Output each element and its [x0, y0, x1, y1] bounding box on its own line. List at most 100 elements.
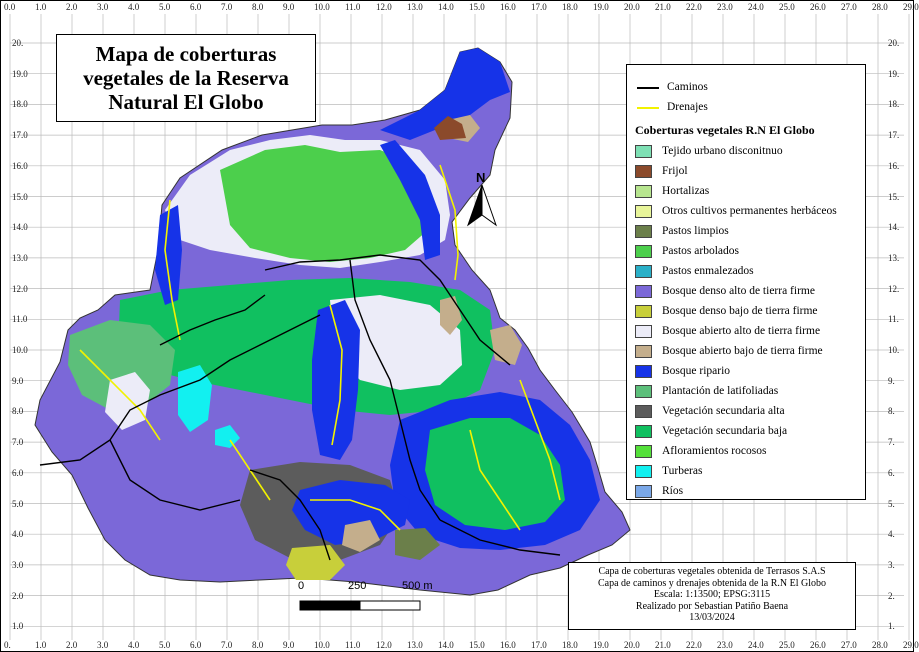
- grid-label-right: 7.: [888, 437, 895, 448]
- legend-class-label: Bosque abierto alto de tierra firme: [662, 325, 821, 337]
- grid-label-right: 18.: [888, 99, 900, 110]
- grid-label-top: 11.0: [345, 2, 361, 12]
- grid-label-left: 9.0: [12, 375, 24, 386]
- grid-label-left: 2.0: [12, 590, 24, 601]
- grid-label-top: 7.0: [221, 2, 233, 12]
- legend-swatch: [635, 464, 652, 478]
- legend-class-label: Afloramientos rocosos: [662, 445, 767, 457]
- legend-swatch: [635, 244, 652, 258]
- grid-label-bottom: 8.0: [252, 640, 264, 650]
- road-line: [109, 439, 241, 511]
- grid-label-top: 14.0: [438, 2, 454, 12]
- legend-swatch: [635, 404, 652, 418]
- abierto-bajo-patch-4: [342, 520, 380, 552]
- grid-label-top: 21.0: [655, 2, 671, 12]
- credits-box: Capa de coberturas vegetales obtenida de…: [568, 562, 856, 630]
- legend-class-row: Frijol: [635, 163, 688, 179]
- grid-label-top: 28.0: [872, 2, 888, 12]
- grid-label-bottom: 17.0: [531, 640, 547, 650]
- scale-label: 500 m: [402, 580, 433, 592]
- map-title: Mapa de coberturas vegetales de la Reser…: [83, 42, 289, 114]
- north-arrow-icon: [467, 184, 497, 227]
- legend-class-label: Ríos: [662, 485, 684, 497]
- legend-class-row: Bosque abierto bajo de tierra firme: [635, 343, 823, 359]
- grid-label-right: 9.: [888, 375, 895, 386]
- grid-label-right: 5.: [888, 498, 895, 509]
- credit-line: 13/03/2024: [689, 612, 735, 623]
- legend-class-row: Bosque ripario: [635, 363, 730, 379]
- grid-label-left: 14.0: [12, 222, 28, 233]
- legend-class-row: Afloramientos rocosos: [635, 443, 766, 459]
- legend-class-label: Bosque ripario: [662, 365, 731, 377]
- legend-class-label: Pastos arbolados: [662, 245, 739, 257]
- north-arrow: N: [466, 170, 498, 228]
- grid-label-bottom: 12.0: [376, 640, 392, 650]
- credit-line: Realizado por Sebastian Patiño Baena: [635, 600, 789, 612]
- grid-label-right: 17.: [888, 130, 900, 141]
- grid-label-top: 19.0: [593, 2, 609, 12]
- legend-class-label: Pastos enmalezados: [662, 265, 754, 277]
- grid-label-top: 1.0: [35, 2, 47, 12]
- legend-line-roads-label: Caminos: [667, 81, 708, 93]
- legend-class-row: Bosque denso bajo de tierra firme: [635, 303, 818, 319]
- grid-label-left: 12.0: [12, 283, 28, 294]
- grid-label-bottom: 2.0: [66, 640, 78, 650]
- legend-class-label: Bosque abierto bajo de tierra firme: [662, 345, 823, 357]
- turberas-small: [215, 425, 240, 448]
- grid-label-top: 18.0: [562, 2, 578, 12]
- grid-label-bottom: 19.0: [593, 640, 609, 650]
- legend-class-label: Pastos limpios: [662, 225, 729, 237]
- road-network: [39, 254, 561, 561]
- legend-class-label: Hortalizas: [662, 185, 710, 197]
- grid-label-bottom: 1.0: [35, 640, 47, 650]
- road-line: [439, 519, 561, 556]
- legend-class-label: Vegetación secundaria alta: [662, 405, 785, 417]
- grid-label-top: 26.0: [810, 2, 826, 12]
- grid-label-bottom: 25.0: [779, 640, 795, 650]
- grid-label-top: 22.0: [686, 2, 702, 12]
- map-title-line: Mapa de coberturas: [95, 42, 277, 66]
- grid-label-top: 8.0: [252, 2, 264, 12]
- grid-label-bottom: 16.0: [500, 640, 516, 650]
- denso-bajo-patch: [286, 545, 345, 580]
- legend-class-label: Bosque denso bajo de tierra firme: [662, 305, 818, 317]
- grid-label-bottom: 26.0: [810, 640, 826, 650]
- map-title-line: Natural El Globo: [108, 90, 264, 114]
- north-label: N: [476, 170, 486, 185]
- legend-class-label: Plantación de latifoliadas: [662, 385, 779, 397]
- grid-label-right: 6.: [888, 467, 895, 478]
- frijol-patch: [434, 116, 466, 140]
- legend-swatch: [635, 224, 652, 238]
- legend-class-row: Ríos: [635, 483, 683, 499]
- grid-label-top: 5.0: [159, 2, 171, 12]
- grid-label-right: 2.: [888, 590, 895, 601]
- grid-label-right: 1.: [888, 621, 895, 632]
- map-title-line: vegetales de la Reserva: [83, 66, 289, 90]
- map-title-box: Mapa de coberturas vegetales de la Reser…: [56, 34, 316, 122]
- grid-label-top: 27.0: [841, 2, 857, 12]
- legend-title: Coberturas vegetales R.N El Globo: [635, 123, 815, 137]
- scale-bar-graphic: [299, 600, 421, 611]
- legend-swatch: [635, 384, 652, 398]
- grid-label-top: 3.0: [97, 2, 109, 12]
- grid-label-right: 14.: [888, 222, 900, 233]
- grid-label-left: 19.0: [12, 68, 28, 79]
- grid-label-left: 3.0: [12, 559, 24, 570]
- grid-label-left: 6.0: [12, 467, 24, 478]
- legend-class-row: Pastos limpios: [635, 223, 729, 239]
- road-line: [159, 294, 266, 346]
- grid-label-top: 16.0: [500, 2, 516, 12]
- grid-label-top: 17.0: [531, 2, 547, 12]
- grid-label-right: 16.: [888, 160, 900, 171]
- grid-label-right: 12.: [888, 283, 900, 294]
- center-open-forest: [330, 295, 462, 390]
- grid-label-right: 11.: [888, 314, 899, 325]
- road-line: [349, 259, 401, 421]
- legend-swatch: [635, 324, 652, 338]
- grid-label-bottom: 0.: [4, 640, 11, 650]
- drainage-line: [79, 349, 161, 441]
- legend-class-row: Vegetación secundaria baja: [635, 423, 787, 439]
- legend-class-row: Tejido urbano disconitnuo: [635, 143, 783, 159]
- grid-label-bottom: 3.0: [97, 640, 109, 650]
- legend-class-label: Vegetación secundaria baja: [662, 425, 788, 437]
